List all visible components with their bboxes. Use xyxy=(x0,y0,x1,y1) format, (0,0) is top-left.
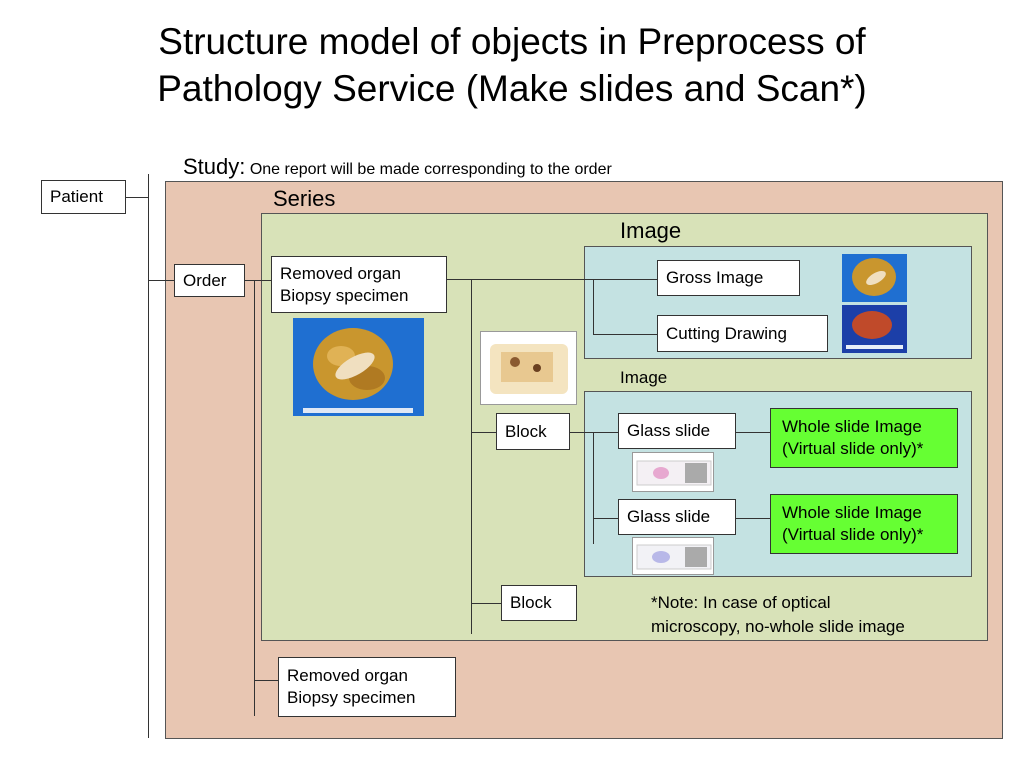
specimen-bottom-connector xyxy=(254,680,278,681)
gross-image-thumb xyxy=(842,254,907,302)
gross-image-label: Gross Image xyxy=(666,268,764,287)
block-to-glass-line xyxy=(570,432,618,433)
cutting-drawing-box: Cutting Drawing xyxy=(657,315,828,352)
order-trunk-line xyxy=(254,280,255,716)
optical-note: *Note: In case of optical microscopy, no… xyxy=(651,591,905,639)
block-box-2: Block xyxy=(501,585,577,621)
specimen-box-top: Removed organ Biopsy specimen xyxy=(271,256,447,313)
page-title: Structure model of objects in Preprocess… xyxy=(0,18,1024,112)
specimen-trunk-line xyxy=(471,279,472,634)
patient-box: Patient xyxy=(41,180,126,214)
glass1-to-wsi-line xyxy=(736,432,770,433)
glass-slide-photo-1 xyxy=(632,452,714,492)
glass-slide-photo-1-graphic xyxy=(636,460,712,486)
cutting-drawing-thumb xyxy=(842,305,907,353)
gross-image-thumb-graphic xyxy=(852,258,896,296)
block-2-label: Block xyxy=(510,593,552,612)
wsi-1-line2: (Virtual slide only)* xyxy=(782,439,924,458)
specimen-photo-graphic xyxy=(303,328,413,413)
note-line1: *Note: In case of optical xyxy=(651,593,831,612)
order-connector-left xyxy=(148,280,174,281)
glass-slide-1-label: Glass slide xyxy=(627,421,711,440)
wsi-2-line2: (Virtual slide only)* xyxy=(782,525,924,544)
glass-slide-photo-2-graphic xyxy=(636,544,712,570)
glass2-to-wsi-line xyxy=(736,518,770,519)
order-connector-right xyxy=(244,280,271,281)
cutting-drawing-thumb-graphic xyxy=(846,311,903,349)
specimen-top-line2: Biopsy specimen xyxy=(280,285,409,305)
cutting-connector xyxy=(593,334,657,335)
block-photo xyxy=(480,331,577,405)
glass-trunk-line xyxy=(593,432,594,544)
specimen-box-bottom: Removed organ Biopsy specimen xyxy=(278,657,456,717)
order-box: Order xyxy=(174,264,245,297)
patient-connector xyxy=(125,197,149,198)
block2-connector xyxy=(471,603,501,604)
glass-slide-2-label: Glass slide xyxy=(627,507,711,526)
specimen-bottom-line2: Biopsy specimen xyxy=(287,688,416,707)
wsi-box-2: Whole slide Image (Virtual slide only)* xyxy=(770,494,958,554)
specimen-to-gross-line xyxy=(446,279,657,280)
specimen-photo xyxy=(293,318,424,416)
block-photo-graphic xyxy=(490,344,568,394)
image-label-mid: Image xyxy=(620,368,668,387)
title-line-1: Structure model of objects in Preprocess… xyxy=(158,21,866,62)
study-note: One report will be made corresponding to… xyxy=(249,161,612,178)
title-line-2: Pathology Service (Make slides and Scan*… xyxy=(157,68,867,109)
series-label: Series xyxy=(273,186,336,211)
specimen-top-line1: Removed organ xyxy=(280,263,401,283)
specimen-bottom-line1: Removed organ xyxy=(287,666,408,685)
study-label-title: Study: xyxy=(183,154,246,179)
gross-image-box: Gross Image xyxy=(657,260,800,296)
patient-trunk-line xyxy=(148,174,149,738)
glass-slide-photo-2 xyxy=(632,537,714,575)
cutting-drawing-label: Cutting Drawing xyxy=(666,323,787,343)
block1-connector xyxy=(471,432,496,433)
glass-slide-box-2: Glass slide xyxy=(618,499,736,535)
glass-slide-box-1: Glass slide xyxy=(618,413,736,449)
wsi-2-line1: Whole slide Image xyxy=(782,503,922,522)
study-label: Study: One report will be made correspon… xyxy=(183,154,612,180)
patient-label: Patient xyxy=(50,187,103,206)
wsi-box-1: Whole slide Image (Virtual slide only)* xyxy=(770,408,958,468)
order-label: Order xyxy=(183,270,227,290)
glass2-connector xyxy=(593,518,618,519)
note-line2: microscopy, no-whole slide image xyxy=(651,617,905,636)
wsi-1-line1: Whole slide Image xyxy=(782,417,922,436)
block-1-label: Block xyxy=(505,421,547,441)
image-label-top: Image xyxy=(620,218,682,243)
image-top-trunk xyxy=(593,279,594,334)
block-box-1: Block xyxy=(496,413,570,450)
